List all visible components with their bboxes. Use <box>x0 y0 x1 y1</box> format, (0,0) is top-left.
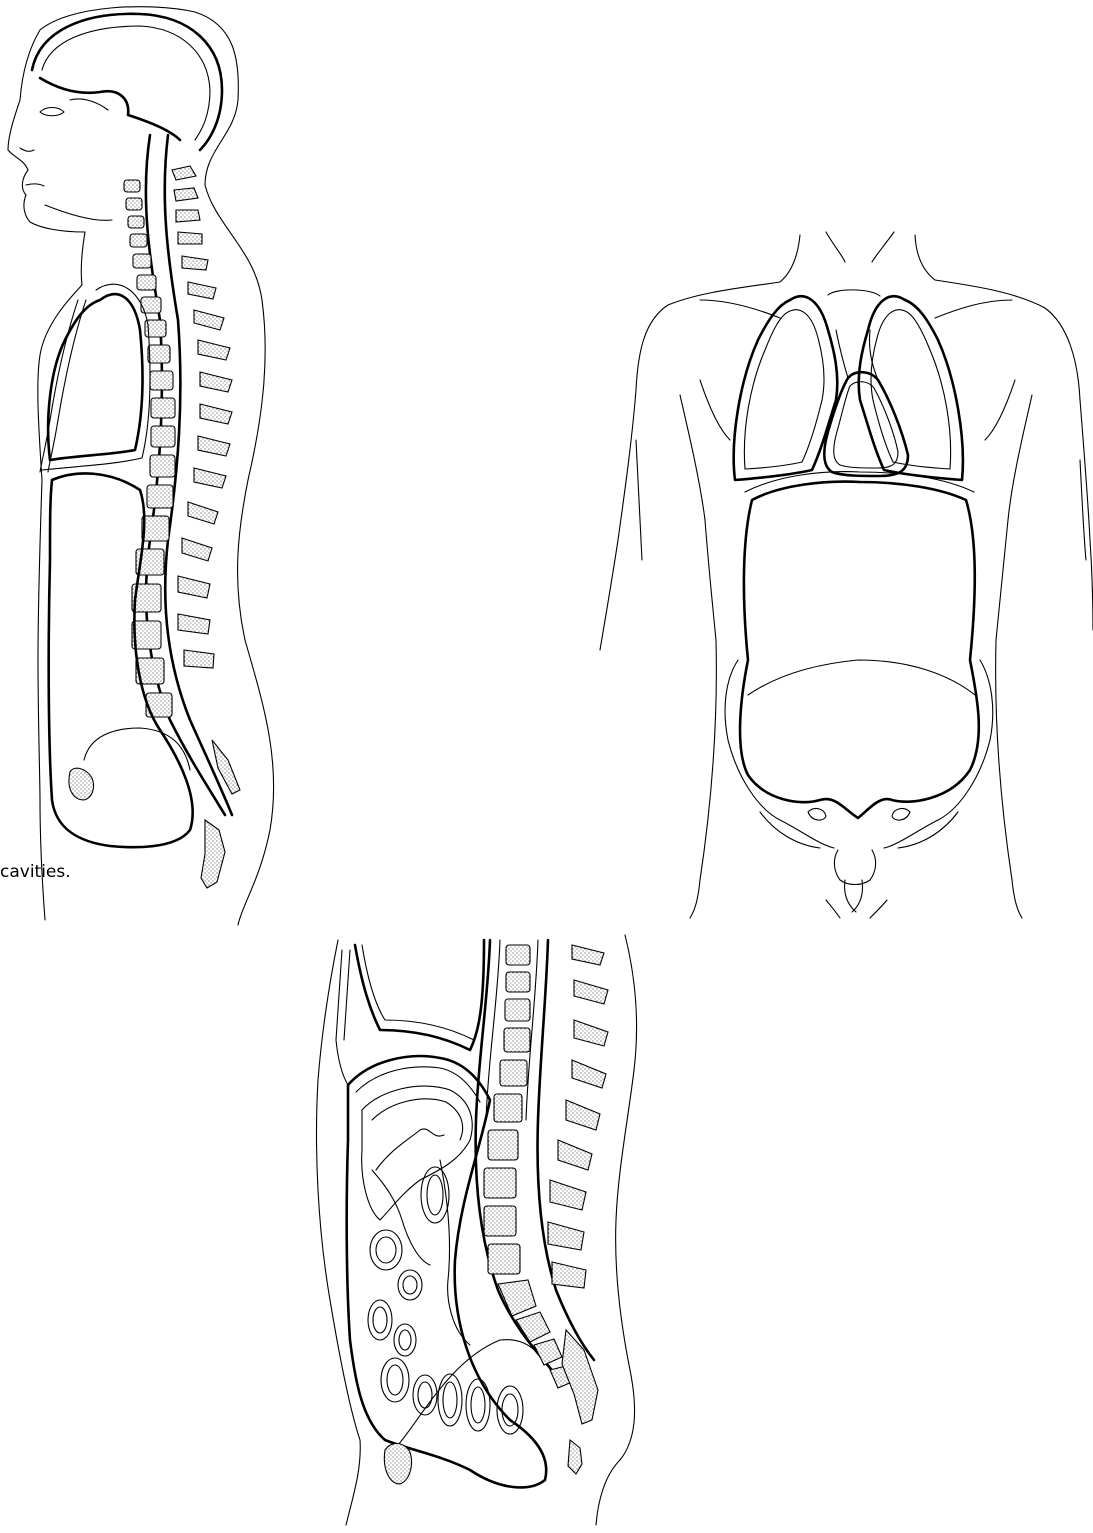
lumbar-vertebrae <box>484 945 572 1388</box>
anterior-view-torso <box>600 232 1093 918</box>
sagittal-section-full-body <box>8 7 274 925</box>
sagittal-section-abdomen <box>317 935 637 1525</box>
caption-text: cavities. <box>0 862 71 882</box>
abdomen-spinous-processes <box>548 945 608 1474</box>
